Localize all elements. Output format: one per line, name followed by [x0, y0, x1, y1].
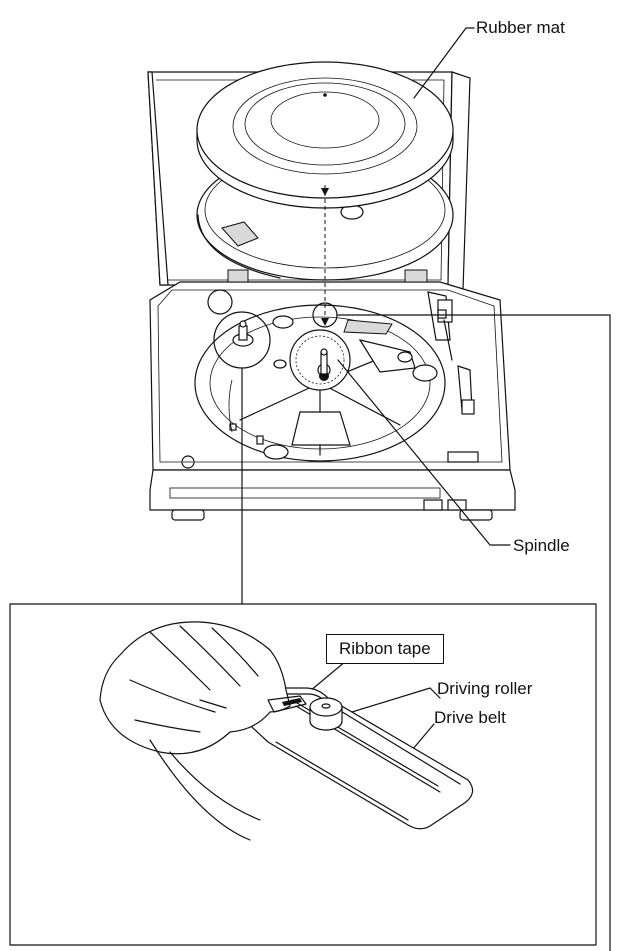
rubber-mat — [196, 61, 454, 209]
ribbon-tape-label: Ribbon tape — [326, 634, 444, 664]
detail-hand — [99, 621, 307, 841]
spindle-label: Spindle — [513, 536, 570, 555]
detail-box — [9, 603, 597, 946]
drive-belt-label: Drive belt — [434, 708, 506, 727]
tonearm — [427, 291, 479, 463]
rubber-mat-label: Rubber mat — [476, 18, 565, 37]
detail-well — [208, 687, 474, 830]
driving-roller-label: Driving roller — [437, 679, 533, 698]
spindle — [320, 348, 328, 375]
drive-gear — [289, 329, 351, 391]
leader-lines — [241, 27, 611, 951]
